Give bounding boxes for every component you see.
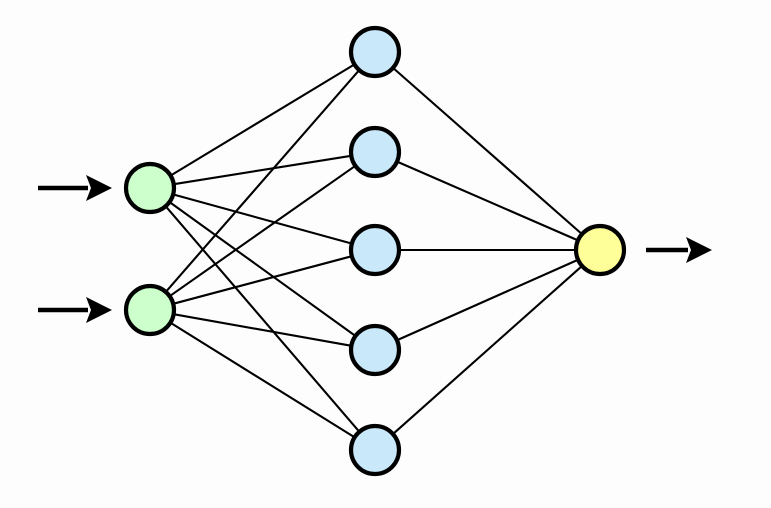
connection-edge [171, 312, 354, 348]
node-h1[interactable] [348, 25, 402, 79]
input-arrow-bottom-head [86, 297, 112, 323]
node-circle-i1[interactable] [123, 161, 177, 215]
connection-edge [170, 192, 355, 246]
connection-edge [168, 320, 357, 440]
connection-edge [394, 258, 581, 342]
edge-group [163, 62, 585, 440]
node-circle-h1[interactable] [348, 25, 402, 79]
node-h3[interactable] [348, 223, 402, 277]
node-circle-i2[interactable] [123, 283, 177, 337]
connection-edge [394, 159, 581, 243]
node-i2[interactable] [123, 283, 177, 337]
node-group [123, 25, 627, 477]
arrow-group [38, 175, 712, 323]
connection-edge [163, 67, 362, 295]
node-circle-o1[interactable] [573, 223, 627, 277]
input-arrow-top [38, 175, 112, 201]
connection-edge [167, 163, 358, 299]
connection-edge [390, 263, 585, 437]
node-circle-h4[interactable] [348, 323, 402, 377]
node-circle-h2[interactable] [348, 125, 402, 179]
node-o1[interactable] [573, 223, 627, 277]
node-h4[interactable] [348, 323, 402, 377]
connection-edge [390, 65, 585, 237]
output-arrow [646, 237, 712, 263]
connection-edge [170, 254, 355, 306]
node-circle-h5[interactable] [348, 423, 402, 477]
input-arrow-bottom [38, 297, 112, 323]
input-arrow-top-head [86, 175, 112, 201]
connection-edge [168, 62, 357, 178]
connection-edge [171, 154, 354, 186]
node-circle-h3[interactable] [348, 223, 402, 277]
connection-edge [167, 200, 358, 338]
connection-edge [163, 204, 362, 434]
node-h2[interactable] [348, 125, 402, 179]
node-h5[interactable] [348, 423, 402, 477]
output-arrow-head [686, 237, 712, 263]
node-i1[interactable] [123, 161, 177, 215]
